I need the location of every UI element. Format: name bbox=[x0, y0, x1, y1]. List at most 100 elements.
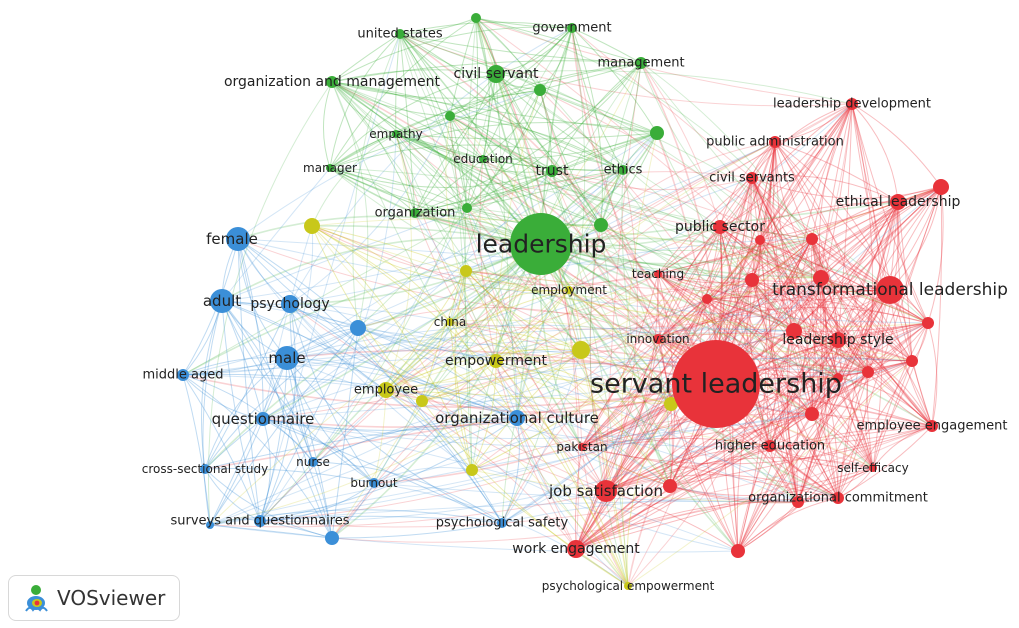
node-questionnaire[interactable] bbox=[256, 412, 270, 426]
network-node-unlabeled[interactable] bbox=[325, 531, 339, 545]
network-node-unlabeled[interactable] bbox=[206, 521, 214, 529]
node-ethics[interactable] bbox=[618, 165, 628, 175]
label-civil-servant[interactable]: civil servant bbox=[454, 66, 540, 82]
label-empowerment[interactable]: empowerment bbox=[445, 353, 547, 369]
label-leadership[interactable]: leadership bbox=[476, 230, 607, 259]
node-civil-servants[interactable] bbox=[746, 172, 758, 184]
node-employee[interactable] bbox=[378, 382, 394, 398]
label-china[interactable]: china bbox=[434, 315, 467, 329]
node-teaching[interactable] bbox=[654, 270, 662, 278]
label-questionnaire[interactable]: questionnaire bbox=[212, 410, 315, 428]
node-organization-and-management[interactable] bbox=[326, 76, 338, 88]
label-united-states[interactable]: united states bbox=[357, 27, 443, 42]
network-node-unlabeled[interactable] bbox=[806, 233, 818, 245]
label-ethics[interactable]: ethics bbox=[604, 163, 643, 178]
network-node-unlabeled[interactable] bbox=[933, 179, 949, 195]
node-organization[interactable] bbox=[410, 208, 420, 218]
node-nurse[interactable] bbox=[308, 457, 318, 467]
label-psychological-safety[interactable]: psychological safety bbox=[436, 516, 569, 531]
network-node-unlabeled[interactable] bbox=[471, 13, 481, 23]
label-surveys-and-questionnaires[interactable]: surveys and questionnaires bbox=[170, 514, 349, 529]
node-management[interactable] bbox=[635, 57, 647, 69]
network-node-unlabeled[interactable] bbox=[663, 479, 677, 493]
label-public-sector[interactable]: public sector bbox=[675, 219, 765, 235]
label-management[interactable]: management bbox=[597, 56, 684, 71]
label-cross-sectional-study[interactable]: cross-sectional study bbox=[142, 462, 268, 476]
node-innovation[interactable] bbox=[653, 334, 663, 344]
label-middle-aged[interactable]: middle aged bbox=[143, 368, 224, 383]
node-public-sector[interactable] bbox=[713, 220, 727, 234]
label-civil-servants[interactable]: civil servants bbox=[709, 171, 795, 186]
node-middle-aged[interactable] bbox=[177, 369, 189, 381]
node-china[interactable] bbox=[446, 318, 454, 326]
node-psychological-empowerment[interactable] bbox=[624, 582, 632, 590]
node-self-efficacy[interactable] bbox=[869, 464, 877, 472]
network-node-unlabeled[interactable] bbox=[572, 341, 590, 359]
network-node-unlabeled[interactable] bbox=[650, 126, 664, 140]
label-organization[interactable]: organization bbox=[375, 206, 456, 221]
label-psychological-empowerment[interactable]: psychological empowerment bbox=[542, 579, 715, 593]
node-manager[interactable] bbox=[326, 164, 334, 172]
node-psychological-safety[interactable] bbox=[497, 518, 507, 528]
label-job-satisfaction[interactable]: job satisfaction bbox=[548, 482, 663, 500]
network-node-unlabeled[interactable] bbox=[755, 235, 765, 245]
label-employee[interactable]: employee bbox=[354, 383, 418, 398]
label-education[interactable]: education bbox=[453, 152, 513, 166]
label-manager[interactable]: manager bbox=[303, 161, 357, 175]
label-burnout[interactable]: burnout bbox=[350, 476, 397, 490]
network-node-unlabeled[interactable] bbox=[460, 265, 472, 277]
node-leadership[interactable] bbox=[510, 213, 572, 275]
node-male[interactable] bbox=[275, 346, 299, 370]
label-empathy[interactable]: empathy bbox=[369, 127, 422, 141]
node-government[interactable] bbox=[567, 23, 577, 33]
label-nurse[interactable]: nurse bbox=[296, 455, 330, 469]
label-transformational-leadership[interactable]: transformational leadership bbox=[772, 280, 1008, 300]
node-job-satisfaction[interactable] bbox=[595, 480, 617, 502]
label-male[interactable]: male bbox=[268, 349, 305, 367]
label-psychology[interactable]: psychology bbox=[250, 296, 329, 312]
node-pakistan[interactable] bbox=[578, 443, 586, 451]
label-trust[interactable]: trust bbox=[536, 163, 569, 179]
label-ethical-leadership[interactable]: ethical leadership bbox=[836, 194, 961, 210]
node-organizational-commitment[interactable] bbox=[832, 492, 844, 504]
node-united-states[interactable] bbox=[395, 29, 405, 39]
node-servant-leadership[interactable] bbox=[672, 340, 760, 428]
node-psychology[interactable] bbox=[281, 295, 299, 313]
node-work-engagement[interactable] bbox=[567, 540, 585, 558]
label-adult[interactable]: adult bbox=[203, 292, 241, 310]
network-node-unlabeled[interactable] bbox=[805, 407, 819, 421]
label-innovation[interactable]: innovation bbox=[626, 332, 689, 346]
network-node-unlabeled[interactable] bbox=[833, 373, 843, 383]
label-government[interactable]: government bbox=[532, 21, 611, 36]
label-employment[interactable]: employment bbox=[531, 283, 607, 297]
node-employee-engagement[interactable] bbox=[926, 420, 938, 432]
network-node-unlabeled[interactable] bbox=[304, 218, 320, 234]
network-node-unlabeled[interactable] bbox=[792, 496, 804, 508]
label-self-efficacy[interactable]: self-efficacy bbox=[837, 461, 909, 475]
node-transformational-leadership[interactable] bbox=[876, 276, 904, 304]
node-empathy[interactable] bbox=[392, 130, 400, 138]
label-organizational-commitment[interactable]: organizational commitment bbox=[748, 491, 928, 506]
node-ethical-leadership[interactable] bbox=[890, 194, 906, 210]
label-employee-engagement[interactable]: employee engagement bbox=[856, 419, 1007, 434]
network-node-unlabeled[interactable] bbox=[702, 294, 712, 304]
label-leadership-style[interactable]: leadership style bbox=[782, 332, 893, 348]
network-node-unlabeled[interactable] bbox=[731, 544, 745, 558]
node-surveys-and-questionnaires[interactable] bbox=[254, 515, 266, 527]
label-female[interactable]: female bbox=[206, 230, 258, 248]
label-higher-education[interactable]: higher education bbox=[715, 439, 825, 454]
label-organization-and-management[interactable]: organization and management bbox=[224, 74, 441, 90]
network-node-unlabeled[interactable] bbox=[862, 366, 874, 378]
node-female[interactable] bbox=[226, 227, 250, 251]
node-education[interactable] bbox=[479, 155, 487, 163]
node-trust[interactable] bbox=[546, 165, 558, 177]
network-node-unlabeled[interactable] bbox=[922, 317, 934, 329]
network-node-unlabeled[interactable] bbox=[906, 355, 918, 367]
node-cross-sectional-study[interactable] bbox=[200, 464, 210, 474]
node-employment[interactable] bbox=[565, 286, 573, 294]
network-node-unlabeled[interactable] bbox=[664, 397, 678, 411]
node-civil-servant[interactable] bbox=[487, 65, 505, 83]
node-leadership-style[interactable] bbox=[830, 332, 846, 348]
network-node-unlabeled[interactable] bbox=[445, 111, 455, 121]
